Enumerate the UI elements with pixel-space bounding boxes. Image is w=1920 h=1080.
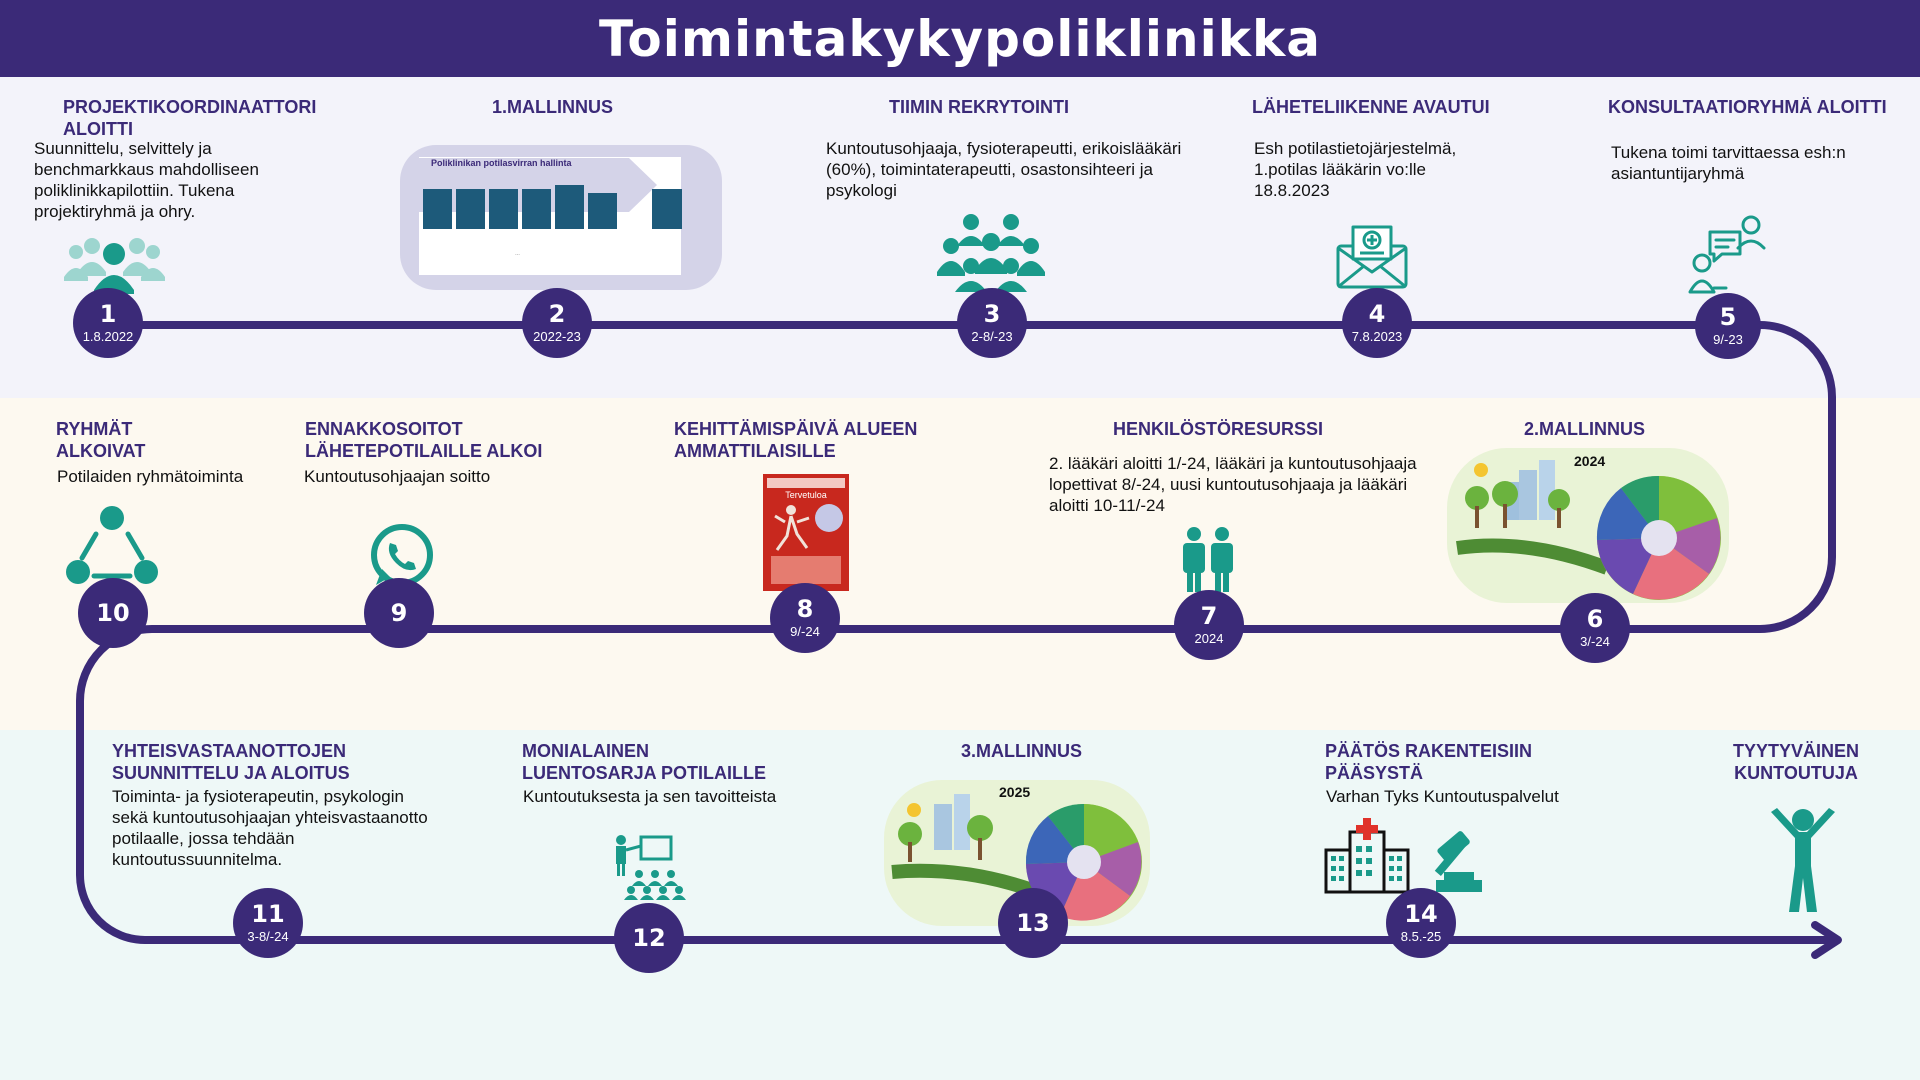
milestone-11-node: 11 3-8/-24 [233,888,303,958]
milestone-9-title: ENNAKKOSOITOT LÄHETEPOTILAILLE ALKOI [305,419,543,461]
milestone-7-node: 7 2024 [1174,590,1244,660]
event-poster-thumbnail: Tervetuloa [763,474,849,591]
team-icon [62,232,167,299]
thumbnail-year: 2024 [1574,453,1606,469]
hospital-gavel-icon [1320,814,1520,899]
milestone-4-node: 4 7.8.2023 [1342,288,1412,358]
timeline-band-1 [0,77,1920,398]
milestone-6-title: 2.MALLINNUS [1524,419,1645,439]
happy-person-icon [1765,806,1841,921]
thumbnail-caption: Poliklinikan potilasvirran hallinta [431,158,572,168]
page-title: Toimintakykypoliklinikka [598,9,1322,68]
milestone-9-desc: Kuntoutusohjaajan soitto [304,467,491,486]
milestone-13-node: 13 [998,888,1068,958]
milestone-7-desc: 2. lääkäri aloitti 1/-24, lääkäri ja kun… [1049,454,1417,515]
milestone-10-title: RYHMÄT ALKOIVAT [56,419,146,461]
milestone-14-title: PÄÄTÖS RAKENTEISIIN PÄÄSYSTÄ [1325,741,1533,783]
staff-icon [1180,526,1236,599]
milestone-1-desc: Suunnittelu, selvittely ja benchmarkkaus… [34,139,259,221]
group-people-icon [935,212,1047,299]
lecture-icon [611,834,689,905]
milestone-15-title: TYYTYVÄINEN KUNTOUTUJA [1732,741,1860,783]
milestone-8-node: 8 9/-24 [770,583,840,653]
milestone-1-node: 1 1.8.2022 [73,288,143,358]
milestone-13-title: 3.MALLINNUS [961,741,1082,761]
milestone-4-title: LÄHETELIIKENNE AVAUTUI [1252,97,1490,117]
milestone-3-node: 3 2-8/-23 [957,288,1027,358]
timeline-arrowhead [1811,921,1842,959]
poster-heading: Tervetuloa [785,490,827,500]
group-cycle-icon [66,504,158,593]
process-diagram-thumbnail: … Poliklinikan potilasvirran hallinta [400,145,722,290]
milestone-11-desc: Toiminta- ja fysioterapeutin, psykologin… [112,787,428,869]
milestone-12-desc: Kuntoutuksesta ja sen tavoitteista [523,787,777,806]
consultation-chat-icon [1688,214,1770,301]
milestone-12-title: MONIALAINEN LUENTOSARJA POTILAILLE [522,741,767,783]
milestone-5-node: 5 9/-23 [1695,293,1761,359]
milestone-6-node: 6 3/-24 [1560,593,1630,663]
milestone-2-node: 2 2022-23 [522,288,592,358]
milestone-10-node: 10 [78,578,148,648]
milestone-1-title: PROJEKTIKOORDINAATTORI ALOITTI [63,97,317,139]
milestone-4-desc: Esh potilastietojärjestelmä, 1.potilas l… [1254,139,1457,200]
milestone-5-desc: Tukena toimi tarvittaessa esh:n asiantun… [1611,143,1846,183]
milestone-2-title: 1.MALLINNUS [492,97,613,117]
milestone-5-title: KONSULTAATIORYHMÄ ALOITTI [1608,97,1887,117]
milestone-11-title: YHTEISVASTAANOTTOJEN SUUNNITTELU JA ALOI… [112,741,350,783]
milestone-14-node: 14 8.5.-25 [1386,888,1456,958]
milestone-14-desc: Varhan Tyks Kuntoutuspalvelut [1326,787,1559,806]
thumbnail-year: 2025 [999,784,1031,800]
milestone-9-node: 9 [364,578,434,648]
milestone-3-desc: Kuntoutusohjaaja, fysioterapeutti, eriko… [826,139,1182,200]
svg-text:…: … [515,251,520,257]
milestone-3-title: TIIMIN REKRYTOINTI [889,97,1069,117]
milestone-7-title: HENKILÖSTÖRESURSSI [1113,419,1324,439]
milestone-12-node: 12 [614,903,684,973]
milestone-10-desc: Potilaiden ryhmätoiminta [57,467,244,486]
header-banner: Toimintakykypoliklinikka [0,0,1920,77]
milestone-8-title: KEHITTÄMISPÄIVÄ ALUEEN AMMATTILAISILLE [674,419,918,461]
medical-mail-icon [1335,224,1409,295]
service-model-2024-thumbnail: 2024 [1447,448,1729,603]
